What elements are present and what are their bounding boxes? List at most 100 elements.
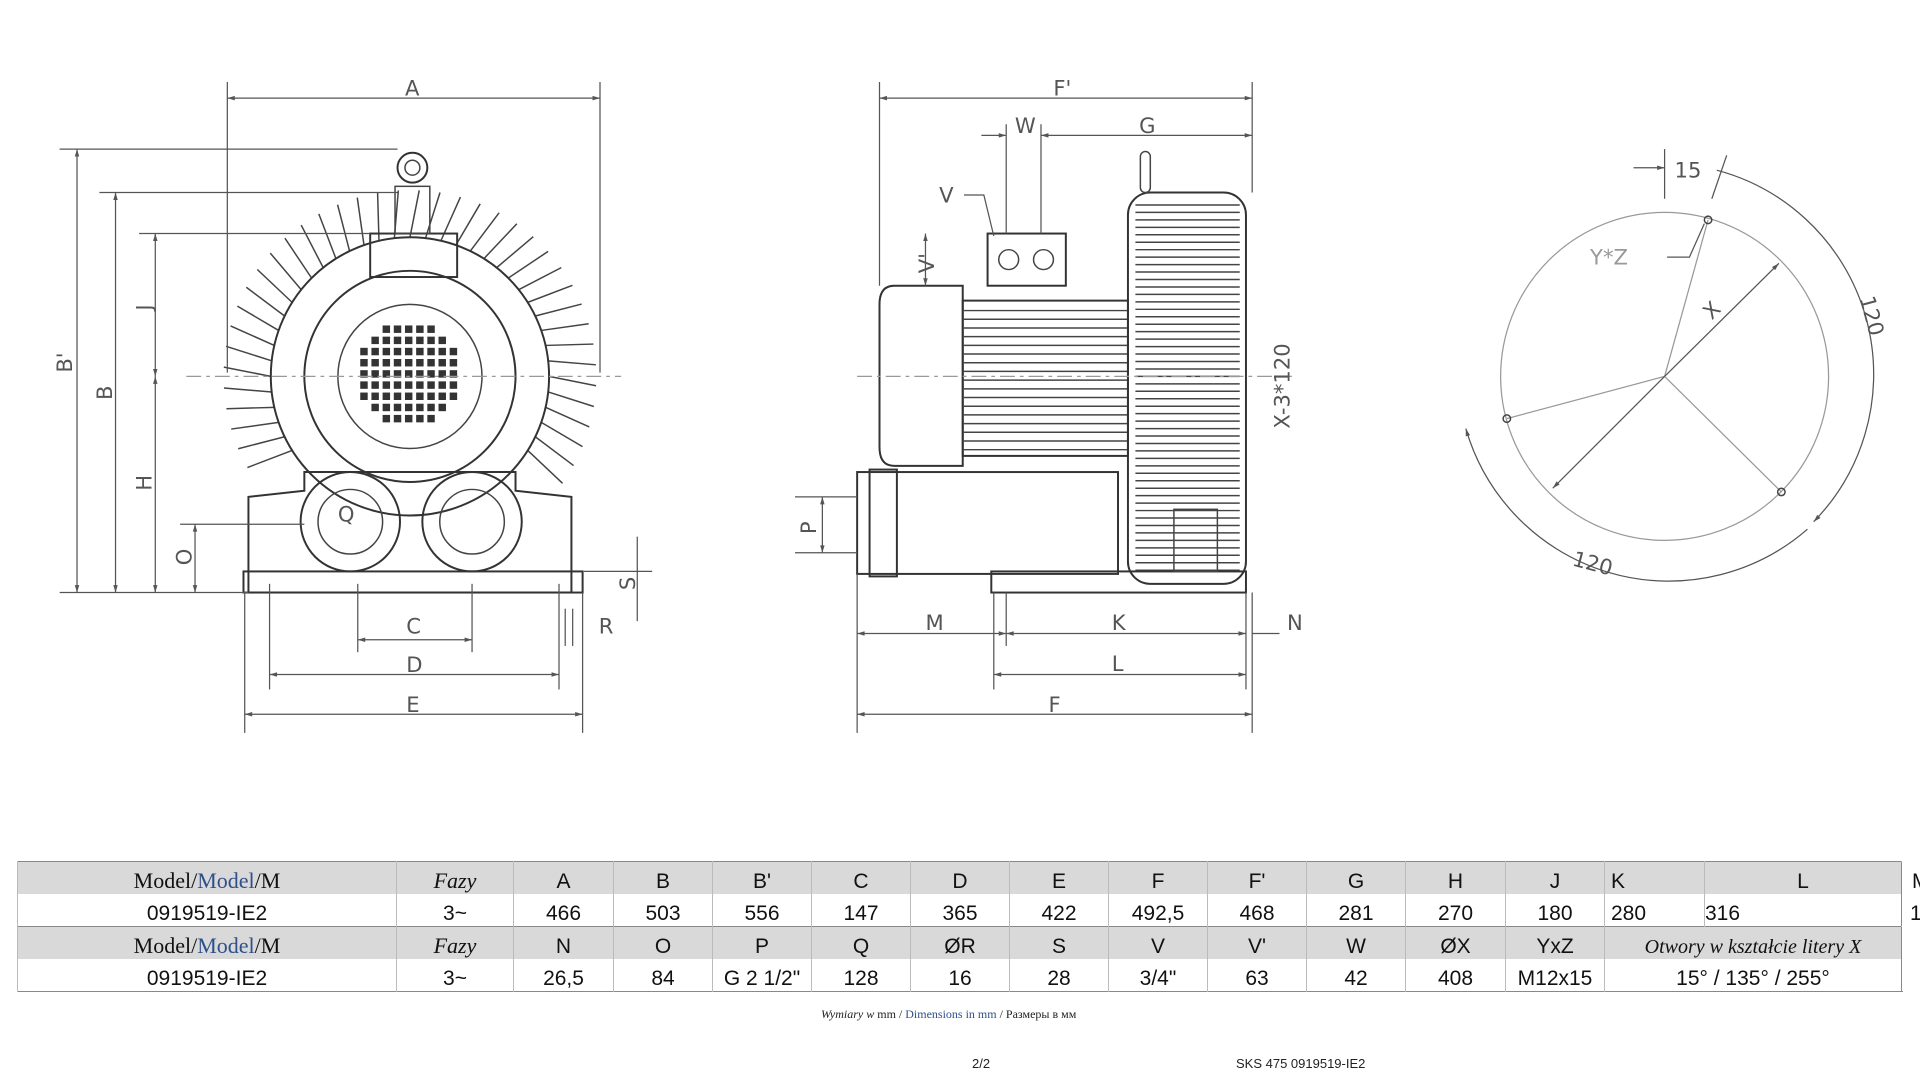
fin [256, 268, 293, 303]
grille-hole [360, 392, 368, 400]
grille-hole [371, 347, 379, 356]
grille-hole [449, 359, 458, 367]
dim-label-j: J [132, 304, 157, 312]
fin [336, 204, 351, 252]
grille-hole [382, 370, 391, 378]
model-header: Model/Model/M [17, 861, 397, 894]
grille-hole [382, 325, 391, 333]
fin [247, 449, 293, 469]
fin [236, 305, 279, 332]
grille-hole [360, 370, 368, 378]
fin [356, 197, 365, 246]
cell: 280 [1604, 894, 1705, 927]
fin [527, 449, 564, 484]
col-header: B [613, 861, 713, 894]
grille-hole [416, 359, 424, 367]
fin [245, 286, 286, 317]
grille-hole [438, 370, 446, 378]
angle-120-label-b: 120 [1570, 546, 1615, 581]
dim-label-b: B [92, 386, 117, 400]
grille-hole [360, 381, 368, 389]
fin [284, 237, 313, 279]
grille-hole [382, 414, 391, 423]
grille-hole [393, 370, 402, 378]
dim-label-m: M [925, 610, 943, 635]
grille-hole [438, 359, 446, 367]
col-header: J [1505, 861, 1605, 894]
col-header: F' [1207, 861, 1307, 894]
cell: 468 [1207, 894, 1307, 927]
col-header: F [1108, 861, 1208, 894]
grille-hole [382, 403, 391, 412]
grille-hole [449, 370, 458, 378]
fin [318, 213, 337, 259]
grille-hole [449, 392, 458, 400]
dim-label-r: R [599, 614, 614, 639]
fin [424, 192, 441, 239]
dim-label-v: V [939, 182, 954, 207]
grille-hole [427, 403, 435, 412]
dim-label-k: K [1112, 610, 1127, 635]
cell: 408 [1405, 959, 1506, 992]
grille-hole [404, 381, 413, 389]
grille-hole [438, 381, 446, 389]
fin [507, 250, 549, 279]
grille-hole [416, 347, 424, 356]
dim-label-o: O [171, 549, 196, 566]
document-code: SKS 475 0919519-IE2 [1236, 1056, 1366, 1071]
grille-hole [404, 347, 413, 356]
grille-hole [393, 359, 402, 367]
model-value: 0919519-IE2 [17, 959, 397, 992]
fin [230, 325, 275, 347]
cell: 270 [1405, 894, 1506, 927]
fin [469, 212, 500, 252]
grille-hole [427, 370, 435, 378]
col-header: L [1704, 861, 1902, 894]
col-header: Q [811, 926, 911, 959]
grille-hole [404, 392, 413, 400]
grille-hole [371, 359, 379, 367]
cell: 128 [811, 959, 911, 992]
grille-hole [404, 325, 413, 333]
col-header: E [1009, 861, 1109, 894]
dim-label-b-prime: B' [52, 352, 77, 372]
col-header: V' [1207, 926, 1307, 959]
col-header: B' [712, 861, 812, 894]
grille-hole [393, 392, 402, 400]
col-header: D [910, 861, 1010, 894]
cell: 492,5 [1108, 894, 1208, 927]
cell: M12x15 [1505, 959, 1605, 992]
fin [225, 345, 272, 362]
col-header: P [712, 926, 812, 959]
dim-label-q: Q [338, 502, 355, 527]
col-header: YxZ [1505, 926, 1605, 959]
grille-hole [371, 403, 379, 412]
cell: 466 [513, 894, 614, 927]
fin [223, 366, 271, 378]
grille-hole [449, 381, 458, 389]
grille-hole [382, 336, 391, 345]
cell: 316 [1704, 894, 1902, 927]
grille-hole [393, 325, 402, 333]
fazy-header: Fazy [396, 926, 514, 959]
grille-hole [393, 414, 402, 423]
grille-hole [371, 381, 379, 389]
col-header: ØR [910, 926, 1010, 959]
cell: 28 [1009, 959, 1109, 992]
grille-hole [427, 359, 435, 367]
dim-label-w: W [1015, 113, 1036, 138]
fin [548, 375, 597, 387]
flange-detail: X 15 120 120 Y*Z [1465, 149, 1889, 582]
fin [223, 387, 272, 393]
dim-label-x3: X-3*120 [1269, 343, 1294, 428]
fin [231, 421, 279, 430]
fin [547, 391, 595, 408]
fin [483, 223, 518, 260]
cell: 63 [1207, 959, 1307, 992]
fin [548, 360, 596, 366]
grille-hole [382, 359, 391, 367]
grille-hole [427, 325, 435, 333]
grille-hole [371, 336, 379, 345]
col-header: A [513, 861, 614, 894]
grille-hole [393, 403, 402, 412]
